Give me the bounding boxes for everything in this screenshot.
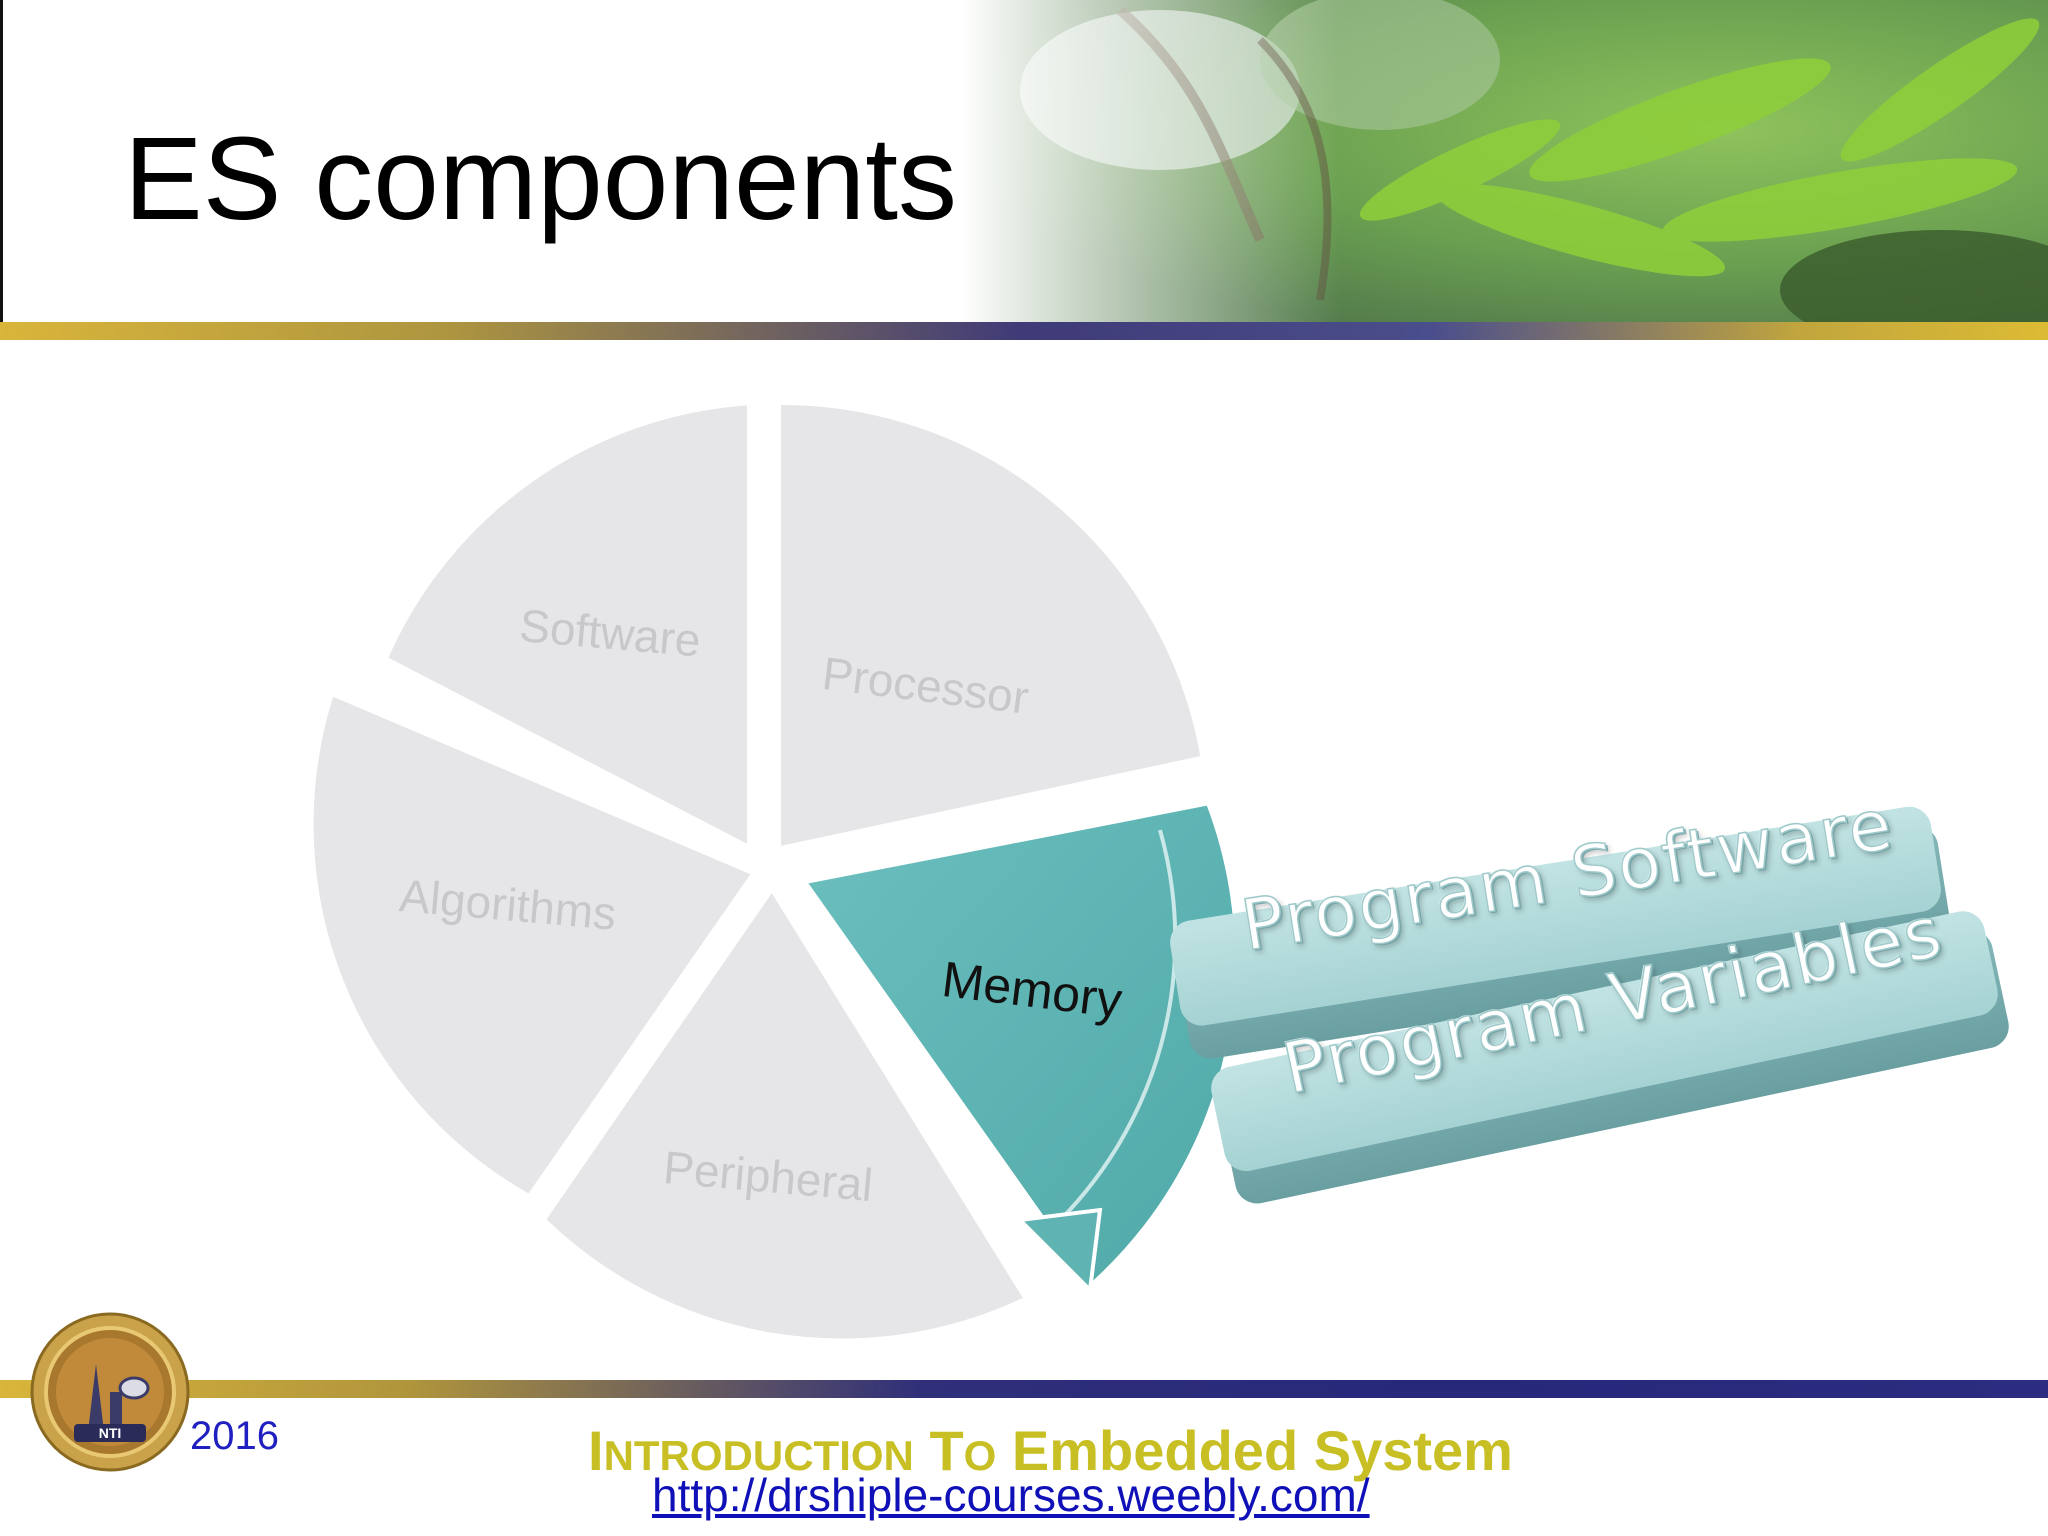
slide-title: ES components xyxy=(124,113,958,245)
segment-peripheral xyxy=(535,879,1035,1349)
header-left-border xyxy=(0,0,3,322)
footer-title-intro-initial: I xyxy=(588,1419,604,1482)
forest-header-image xyxy=(960,0,2048,322)
svg-text:NTI: NTI xyxy=(99,1425,122,1441)
nti-logo: NTI xyxy=(30,1312,190,1472)
memory-arc-highlight xyxy=(1048,829,1178,1232)
footer-title-embedded: Embedded System xyxy=(1011,1419,1513,1482)
segment-processor xyxy=(771,394,1211,857)
es-components-diagram xyxy=(303,394,2013,1349)
footer-year: 2016 xyxy=(190,1414,279,1458)
detail-bar-program-variables[interactable] xyxy=(1207,906,2013,1208)
footer-title-to-rest: O xyxy=(963,1432,997,1479)
header-divider-bar xyxy=(0,322,2048,340)
footer-url-link[interactable]: http://drshiple-courses.weebly.com/ xyxy=(652,1469,1370,1521)
footer-title-intro-rest: NTRODUCTION xyxy=(603,1432,914,1479)
memory-arrow-head xyxy=(1015,1207,1103,1295)
footer-divider-bar xyxy=(0,1380,2048,1398)
footer-course-title: INTRODUCTION TO Embedded System xyxy=(588,1418,1513,1483)
segment-software xyxy=(377,395,757,857)
detail-bar-program-software[interactable] xyxy=(1167,803,1953,1062)
slide-header: ES components xyxy=(0,0,2048,322)
segment-algorithms xyxy=(303,685,763,1205)
footer-title-to-initial: T xyxy=(929,1419,964,1482)
segment-memory[interactable] xyxy=(795,795,1245,1295)
